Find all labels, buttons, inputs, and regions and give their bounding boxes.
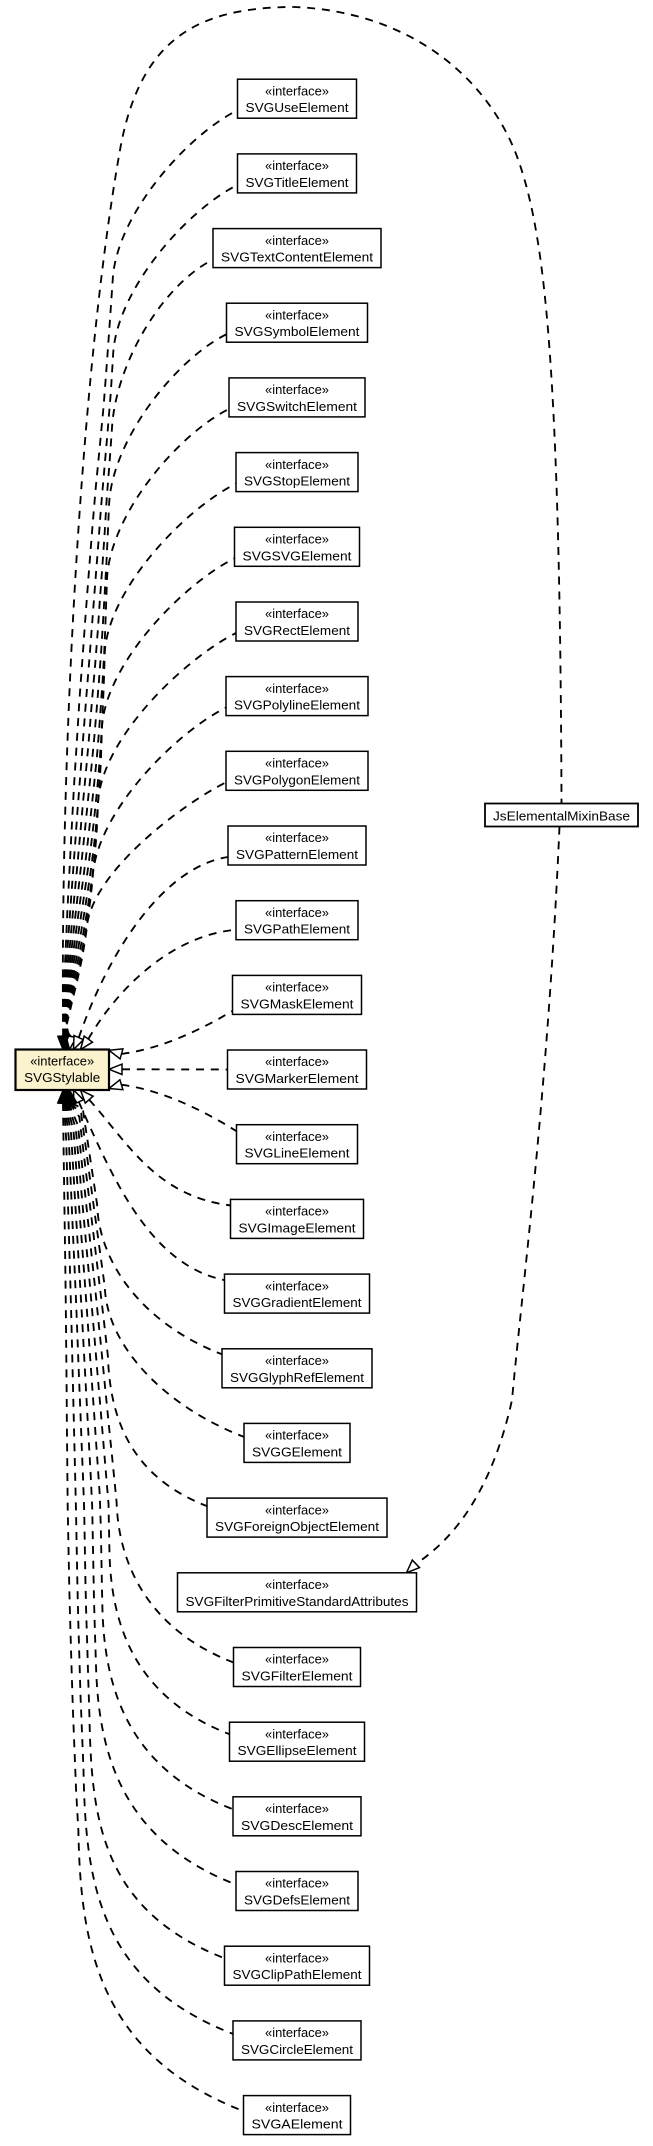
svg-text:«interface»: «interface» bbox=[265, 905, 329, 920]
svg-text:SVGForeignObjectElement: SVGForeignObjectElement bbox=[215, 1519, 379, 1534]
svg-text:SVGSVGElement: SVGSVGElement bbox=[243, 548, 352, 563]
svg-text:«interface»: «interface» bbox=[265, 1353, 329, 1368]
svg-text:«interface»: «interface» bbox=[265, 1129, 329, 1144]
svg-text:«interface»: «interface» bbox=[265, 532, 329, 547]
svg-text:«interface»: «interface» bbox=[30, 1053, 94, 1068]
svg-text:SVGDefsElement: SVGDefsElement bbox=[244, 1893, 350, 1908]
svg-text:SVGTitleElement: SVGTitleElement bbox=[246, 175, 349, 190]
svg-text:«interface»: «interface» bbox=[265, 1428, 329, 1443]
svg-text:SVGFilterPrimitiveStandardAttr: SVGFilterPrimitiveStandardAttributes bbox=[186, 1594, 409, 1609]
svg-text:SVGUseElement: SVGUseElement bbox=[246, 100, 349, 115]
svg-text:SVGEllipseElement: SVGEllipseElement bbox=[238, 1743, 357, 1758]
svg-text:«interface»: «interface» bbox=[265, 830, 329, 845]
svg-text:SVGGradientElement: SVGGradientElement bbox=[233, 1295, 362, 1310]
svg-text:SVGMarkerElement: SVGMarkerElement bbox=[236, 1071, 359, 1086]
svg-text:«interface»: «interface» bbox=[265, 1801, 329, 1816]
svg-text:«interface»: «interface» bbox=[265, 1278, 329, 1293]
svg-text:«interface»: «interface» bbox=[265, 158, 329, 173]
svg-text:SVGAElement: SVGAElement bbox=[252, 2117, 343, 2132]
svg-text:SVGRectElement: SVGRectElement bbox=[244, 623, 350, 638]
svg-text:SVGImageElement: SVGImageElement bbox=[239, 1220, 356, 1235]
svg-text:«interface»: «interface» bbox=[265, 1876, 329, 1891]
svg-text:«interface»: «interface» bbox=[265, 2100, 329, 2115]
svg-text:SVGStylable: SVGStylable bbox=[24, 1070, 100, 1085]
svg-text:SVGPathElement: SVGPathElement bbox=[244, 922, 350, 937]
svg-text:«interface»: «interface» bbox=[265, 2025, 329, 2040]
svg-text:SVGMaskElement: SVGMaskElement bbox=[241, 996, 354, 1011]
svg-text:«interface»: «interface» bbox=[265, 307, 329, 322]
svg-text:«interface»: «interface» bbox=[265, 1502, 329, 1517]
svg-text:«interface»: «interface» bbox=[265, 1950, 329, 1965]
svg-text:«interface»: «interface» bbox=[265, 1054, 329, 1069]
svg-text:«interface»: «interface» bbox=[265, 382, 329, 397]
svg-text:«interface»: «interface» bbox=[265, 1204, 329, 1219]
svg-text:SVGStopElement: SVGStopElement bbox=[244, 474, 350, 489]
svg-text:SVGGlyphRefElement: SVGGlyphRefElement bbox=[230, 1370, 364, 1385]
svg-text:SVGGElement: SVGGElement bbox=[252, 1444, 342, 1459]
svg-text:SVGPolygonElement: SVGPolygonElement bbox=[234, 772, 360, 787]
svg-text:SVGDescElement: SVGDescElement bbox=[241, 1818, 353, 1833]
svg-text:«interface»: «interface» bbox=[265, 233, 329, 248]
svg-text:JsElementalMixinBase: JsElementalMixinBase bbox=[493, 809, 630, 824]
svg-text:«interface»: «interface» bbox=[265, 980, 329, 995]
svg-text:SVGCircleElement: SVGCircleElement bbox=[241, 2042, 353, 2057]
svg-text:«interface»: «interface» bbox=[265, 606, 329, 621]
svg-text:«interface»: «interface» bbox=[265, 83, 329, 98]
svg-text:«interface»: «interface» bbox=[265, 1577, 329, 1592]
svg-text:SVGTextContentElement: SVGTextContentElement bbox=[221, 250, 373, 265]
svg-text:«interface»: «interface» bbox=[265, 756, 329, 771]
svg-text:«interface»: «interface» bbox=[265, 681, 329, 696]
svg-text:SVGSymbolElement: SVGSymbolElement bbox=[235, 324, 360, 339]
svg-text:«interface»: «interface» bbox=[265, 1652, 329, 1667]
svg-text:SVGPatternElement: SVGPatternElement bbox=[236, 847, 358, 862]
svg-text:«interface»: «interface» bbox=[265, 1726, 329, 1741]
svg-text:«interface»: «interface» bbox=[265, 457, 329, 472]
svg-text:SVGLineElement: SVGLineElement bbox=[245, 1146, 350, 1161]
svg-text:SVGPolylineElement: SVGPolylineElement bbox=[234, 698, 360, 713]
svg-text:SVGSwitchElement: SVGSwitchElement bbox=[237, 399, 357, 414]
svg-text:SVGFilterElement: SVGFilterElement bbox=[242, 1669, 353, 1684]
svg-text:SVGClipPathElement: SVGClipPathElement bbox=[233, 1967, 362, 1982]
